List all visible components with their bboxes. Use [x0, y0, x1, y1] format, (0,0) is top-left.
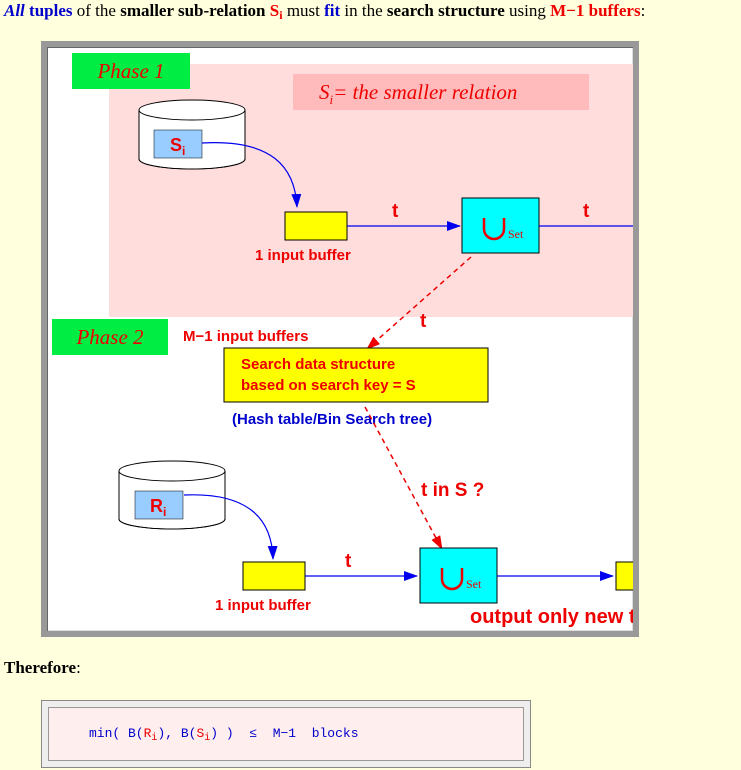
intro-tuples: tuples [29, 1, 73, 20]
union-label-2: Set [466, 577, 482, 591]
intro-search-structure: search structure [386, 1, 505, 20]
arrow-disk2-buffer [183, 494, 278, 560]
intro-of-the: of the [76, 1, 116, 20]
diagram-svg: Phase 1 Si= the smaller relation Si 1 in… [52, 53, 633, 628]
intro-must: must [286, 1, 320, 20]
disk-si: Si [138, 99, 246, 170]
search-line-1: Search data structure [241, 356, 395, 373]
phase2-label: Phase 2 [75, 325, 144, 349]
svg-text:Si: Si [170, 135, 185, 158]
t-in-s: t in S ? [421, 480, 484, 501]
search-structure-box [223, 347, 489, 403]
si-caption: Si= the smaller relation [319, 80, 517, 107]
output-only-new-t: output only new t [470, 606, 633, 628]
formula-inner: min( B(Ri), B(Si) ) ≤ M−1 blocks [48, 707, 524, 761]
svg-text:Ri: Ri [150, 496, 166, 519]
union-icon-1 [482, 218, 506, 241]
input-buffer-1 [284, 211, 348, 241]
intro-si: Si [269, 1, 283, 22]
phase1-label-box [72, 53, 190, 89]
input-buffer-2-label: 1 input buffer [215, 597, 311, 614]
t-label-3: t [420, 311, 427, 332]
hash-caption: (Hash table/Bin Search tree) [232, 411, 432, 428]
intro-m1-buffers: M−1 buffers [550, 1, 641, 20]
m1-input-buffers: M−1 input buffers [183, 328, 308, 345]
output-buffer-2 [615, 561, 633, 591]
diagram-panel: Phase 1 Si= the smaller relation Si 1 in… [41, 41, 639, 637]
intro-fit: fit [324, 1, 341, 20]
arrow-disk1-buffer [201, 142, 302, 208]
t-label-1: t [392, 201, 399, 222]
disk-ri: Ri [118, 460, 226, 530]
input-buffer-2 [242, 561, 306, 591]
phase1-label: Phase 1 [96, 59, 164, 83]
union-label-1: Set [508, 227, 524, 241]
t-label-2: t [583, 201, 590, 222]
intro-using: using [509, 1, 546, 20]
t-label-4: t [345, 551, 352, 572]
intro-colon: : [640, 1, 646, 20]
intro-sentence: All tuples of the smaller sub-relation S… [4, 0, 741, 26]
si-caption-box [293, 74, 589, 110]
union-box-1 [461, 197, 540, 254]
intro-in-the: in the [344, 1, 383, 20]
formula-text: min( B(Ri), B(Si) ) ≤ M−1 blocks [89, 726, 359, 744]
union-box-2 [419, 547, 498, 604]
therefore-label: Therefore: [4, 658, 81, 677]
intro-all: All [4, 1, 25, 20]
arrow-search-union2 [364, 406, 443, 550]
phase2-label-box [52, 319, 168, 355]
input-buffer-1-label: 1 input buffer [255, 247, 351, 264]
formula-box: min( B(Ri), B(Si) ) ≤ M−1 blocks [41, 700, 531, 768]
intro-smaller-sub-relation: smaller sub-relation [120, 1, 266, 20]
search-line-2: based on search key = S [241, 377, 416, 394]
union-icon-2 [440, 568, 464, 591]
